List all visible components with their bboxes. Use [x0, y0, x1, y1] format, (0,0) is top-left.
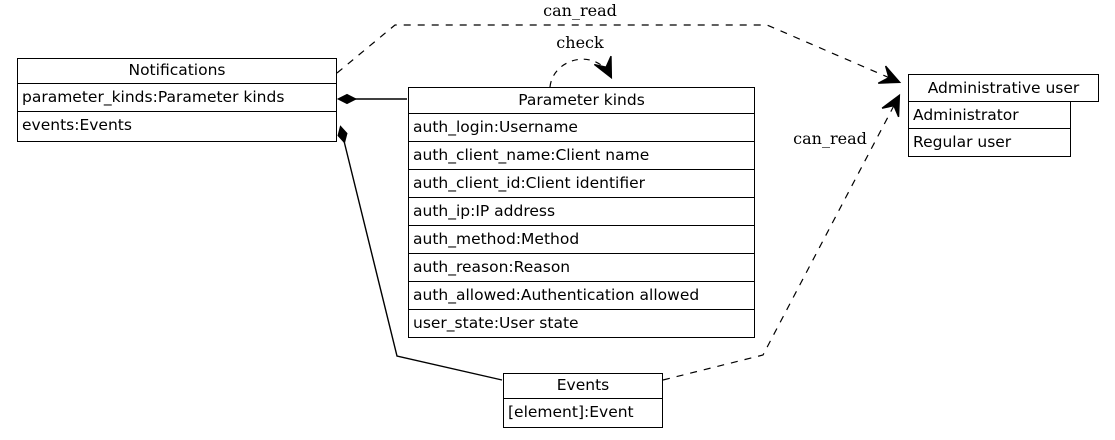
parameter-kinds-row-auth-allowed: auth_allowed:Authentication allowed	[409, 281, 754, 309]
parameter-kinds-row-auth-method: auth_method:Method	[409, 225, 754, 253]
administrative-user-title: Administrative user	[908, 74, 1099, 102]
edge-label-can-read-bottom: can_read	[793, 129, 867, 148]
node-parameter-kinds: Parameter kinds auth_login:Username auth…	[408, 87, 755, 338]
node-events: Events [element]:Event	[503, 373, 663, 428]
edge-label-can-read-top: can_read	[543, 1, 617, 20]
events-title: Events	[556, 376, 610, 394]
notifications-row-events: events:Events	[18, 111, 336, 139]
parameter-kinds-row-auth-client-id: auth_client_id:Client identifier	[409, 169, 754, 197]
edge-can-read-bottom	[662, 93, 901, 381]
parameter-kinds-title: Parameter kinds	[518, 91, 645, 109]
edge-can-read-top	[336, 24, 902, 84]
node-notifications: Notifications parameter_kinds:Parameter …	[17, 58, 337, 142]
notifications-title: Notifications	[128, 61, 226, 79]
edge-label-check: check	[556, 33, 604, 52]
aggregation-diamond-parameter-kinds-icon	[336, 93, 358, 105]
administrative-user-row-regular-user: Regular user	[908, 128, 1071, 157]
parameter-kinds-row-auth-ip: auth_ip:IP address	[409, 197, 754, 225]
parameter-kinds-row-auth-login: auth_login:Username	[409, 113, 754, 141]
edge-assoc-events	[343, 140, 503, 381]
parameter-kinds-row-user-state: user_state:User state	[409, 309, 754, 337]
notifications-row-parameter-kinds: parameter_kinds:Parameter kinds	[18, 83, 336, 111]
parameter-kinds-row-auth-reason: auth_reason:Reason	[409, 253, 754, 281]
administrative-user-row-administrator: Administrator	[908, 101, 1071, 129]
events-row-element: [element]:Event	[504, 398, 662, 426]
parameter-kinds-row-auth-client-name: auth_client_name:Client name	[409, 141, 754, 169]
aggregation-diamond-events-icon	[337, 125, 348, 144]
edge-check-self-loop	[549, 55, 613, 88]
